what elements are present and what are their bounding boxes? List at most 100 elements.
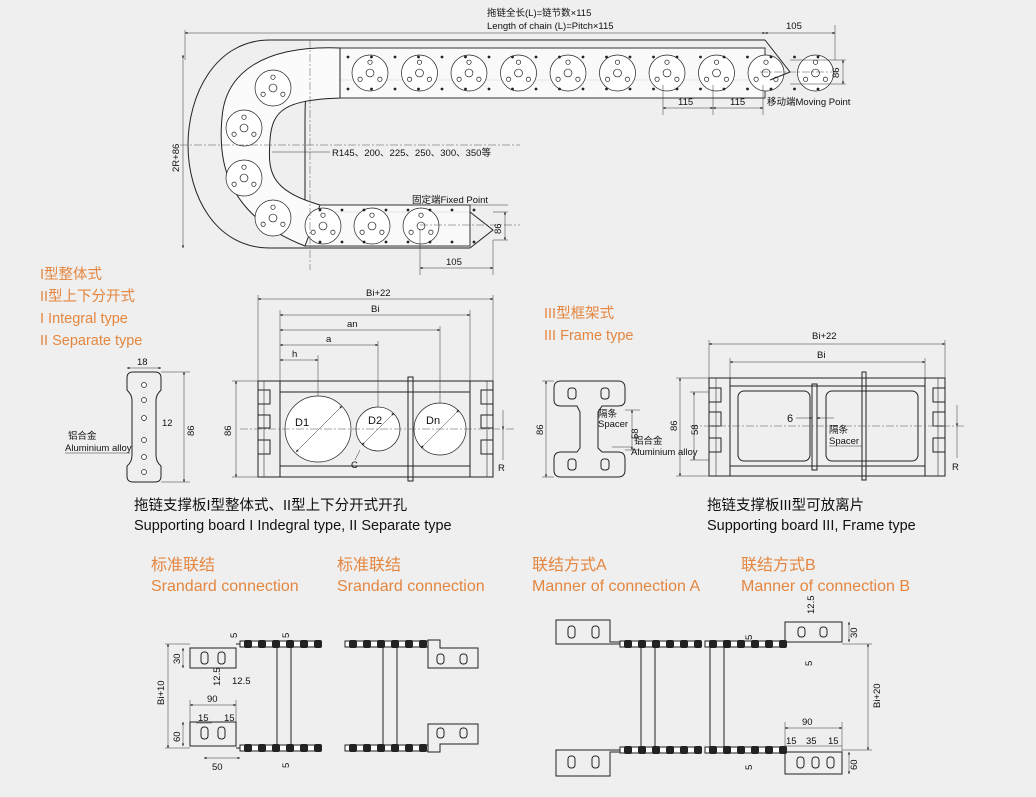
connb-d5-b: 5	[744, 765, 755, 770]
rivet-dot	[393, 55, 397, 59]
chain-link-pin	[239, 123, 249, 133]
std-connection-2-drawing	[344, 639, 479, 753]
frame-spacer-label-en: Spacer	[829, 436, 859, 447]
connb-d12-5: 12.5	[806, 596, 817, 615]
rivet-dot	[472, 240, 476, 244]
connb-d5-c: 5	[804, 661, 815, 666]
chain-link-pin	[367, 221, 377, 231]
connb-d15-a: 15	[786, 736, 797, 747]
chain-link-hole	[357, 76, 363, 82]
chain-link-hole	[231, 181, 237, 187]
chain-link-hole	[231, 131, 237, 137]
connection-labels: 标准联结 Srandard connection 标准联结 Srandard c…	[151, 556, 910, 595]
rivet-dot	[816, 87, 820, 91]
chain-segment	[405, 640, 413, 648]
length-label-cn: 拖链全长(L)=链节数×115	[487, 7, 591, 19]
chain-link-pin	[662, 68, 672, 78]
std1-d30: 30	[172, 653, 183, 664]
frame-front-86: 86	[669, 420, 680, 431]
radius-values: R145、200、225、250、300、350等	[332, 147, 491, 159]
top-height-86: 86	[831, 67, 842, 78]
chain-link-hole	[330, 229, 336, 235]
chain-link-hole	[407, 76, 413, 82]
chain-link-hole	[466, 59, 472, 65]
rivet-dot	[393, 87, 397, 91]
chain-link-hole	[310, 229, 316, 235]
connb-d30: 30	[849, 627, 860, 638]
frame-front-58: 58	[690, 424, 701, 435]
profile-width-18: 18	[137, 357, 148, 368]
rivet-dot	[534, 87, 538, 91]
rivet-dot	[699, 55, 702, 59]
rivet-dot	[406, 240, 410, 244]
frame-side-profile: 86 58 隔条 Spacer 铝合金 Aluminium alloy	[535, 380, 698, 478]
upper-chain-links	[351, 54, 834, 92]
chain-segment	[244, 640, 252, 648]
chain-link-hole	[605, 76, 611, 82]
rivet-dot	[793, 55, 796, 59]
frame-front-view: 6 隔条 Spacer Bi+22 Bi 86 58 R 拖链支撑板III型可放…	[669, 331, 965, 534]
chain-segment	[349, 640, 357, 648]
chain-segment	[419, 744, 427, 752]
std1-d50: 50	[212, 762, 223, 773]
chain-segment	[694, 640, 702, 648]
rivet-dot	[628, 55, 632, 59]
rivet-dot	[417, 55, 420, 59]
frame-alloy-cn: 铝合金	[634, 435, 663, 447]
chain-link-hole	[803, 76, 809, 82]
chain-segment	[300, 744, 308, 752]
std1-d12-5-b: 12.5	[232, 676, 251, 687]
front-an: an	[347, 319, 358, 330]
chain-segment	[272, 744, 280, 752]
chain-segment	[314, 744, 322, 752]
chain-link-hole	[379, 229, 385, 235]
chain-link-hole	[418, 212, 424, 218]
chain-link-hole	[270, 204, 276, 210]
rivet-dot	[417, 87, 420, 91]
board-front-view: D1 D2 Dn C Bi+22 Bi an a h 86 R	[134, 288, 515, 534]
chain-link-hole	[713, 59, 720, 65]
chain-link-hole	[359, 229, 365, 235]
chain-link-hole	[555, 76, 561, 82]
std1-d15-a: 15	[198, 713, 209, 724]
connb-bi20: Bi+20	[872, 683, 883, 708]
chain-segment	[680, 640, 688, 648]
chain-segment	[666, 640, 674, 648]
chain-segment	[258, 744, 266, 752]
std2-cn: 标准联结	[337, 556, 401, 574]
chain-segment	[624, 746, 632, 754]
chain-link-pin	[268, 83, 278, 93]
profile-hole-12: 12	[162, 418, 173, 429]
rivet-dot	[816, 55, 820, 59]
rivet-dot	[370, 87, 373, 91]
chain-segment	[377, 744, 385, 752]
rivet-dot	[362, 240, 366, 244]
type2-cn: II型上下分开式	[40, 288, 136, 305]
board3-caption-cn: 拖链支撑板III型可放离片	[707, 496, 864, 514]
chain-link-hole	[812, 59, 819, 65]
alloy-label-en: Aluminium alloy	[65, 443, 132, 454]
chain-link-hole	[515, 59, 522, 65]
chain-link-pin	[239, 173, 249, 183]
std1-d5-a: 5	[229, 633, 240, 638]
std1-d5-c: 5	[281, 763, 292, 768]
std1-d60: 60	[172, 731, 183, 742]
rivet-dot	[769, 55, 773, 59]
chain-segment	[638, 640, 646, 648]
frame-profile-86: 86	[535, 424, 546, 435]
front-h: h	[292, 349, 297, 360]
chain-segment	[694, 746, 702, 754]
rivet-dot	[464, 55, 467, 59]
moving-point-label: 移动端Moving Point	[767, 96, 851, 108]
rivet-dot	[340, 208, 344, 212]
length-label-en: Length of chain (L)=Pitch×115	[487, 21, 614, 32]
rivet-dot	[487, 87, 491, 91]
frame-alloy-en: Aluminium alloy	[631, 447, 698, 458]
rivet-dot	[699, 87, 702, 91]
type-labels-right: III型框架式 III Frame type	[544, 305, 633, 344]
frame-spacer-label-cn: 隔条	[829, 424, 849, 436]
chain-link-hole	[320, 212, 326, 218]
type1-en: I Integral type	[40, 311, 128, 327]
rivet-dot	[746, 87, 749, 91]
chain-link-hole	[822, 76, 828, 82]
